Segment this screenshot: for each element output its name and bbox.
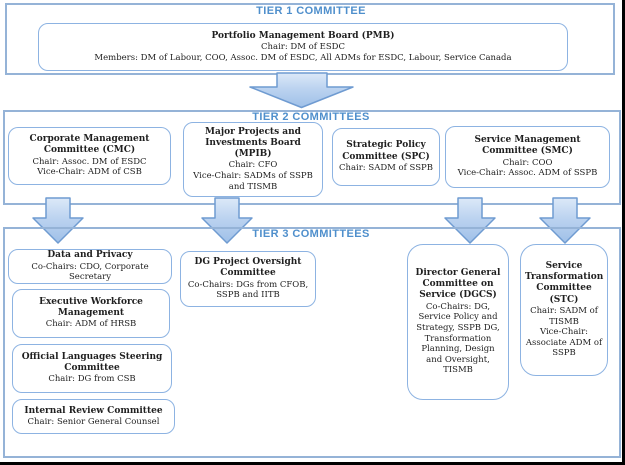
committee-box-dgcs: Director General Committee on Service (D… bbox=[407, 244, 509, 400]
committee-box-official-languages: Official Languages Steering Committee Ch… bbox=[12, 344, 172, 393]
down-arrow-icon-cmc bbox=[32, 197, 84, 244]
mpib-vice-chair: Vice-Chair: SADMs of SSPB and TISMB bbox=[193, 171, 313, 192]
committee-box-cmc: Corporate Management Committee (CMC) Cha… bbox=[8, 127, 171, 185]
smc-vice-chair: Vice-Chair: Assoc. ADM of SSPB bbox=[457, 168, 598, 179]
committee-box-stc: Service Transformation Committee (STC) C… bbox=[520, 244, 608, 376]
mpib-chair: Chair: CFO bbox=[228, 160, 278, 171]
tier3-title: TIER 3 COMMITTEES bbox=[252, 228, 370, 240]
pmb-chair: Chair: DM of ESDC bbox=[261, 42, 345, 52]
stc-chair: Chair: SADM of TISMB bbox=[530, 305, 598, 327]
down-arrow-icon-stc bbox=[539, 197, 591, 244]
committee-box-dg-project-oversight: DG Project Oversight Committee Co-Chairs… bbox=[180, 251, 316, 307]
irc-title: Internal Review Committee bbox=[24, 405, 163, 416]
committee-box-pmb: Portfolio Management Board (PMB) Chair: … bbox=[38, 23, 568, 71]
ewm-chair: Chair: ADM of HRSB bbox=[45, 319, 137, 330]
smc-title: Service Management Committee (SMC) bbox=[474, 135, 581, 157]
cmc-title: Corporate Management Committee (CMC) bbox=[29, 134, 150, 156]
tier1-title: TIER 1 COMMITTEE bbox=[256, 5, 366, 17]
data-privacy-cochairs: Co-Chairs: CDO, Corporate Secretary bbox=[31, 261, 149, 283]
spc-title: Strategic Policy Committee (SPC) bbox=[342, 140, 430, 162]
stc-vice-chair: Vice-Chair: Associate ADM of SSPB bbox=[525, 327, 603, 359]
tier2-container bbox=[3, 110, 621, 205]
committee-box-smc: Service Management Committee (SMC) Chair… bbox=[445, 126, 610, 188]
cmc-vice-chair: Vice-Chair: ADM of CSB bbox=[37, 167, 142, 178]
tier3-container bbox=[3, 227, 621, 458]
dgcs-title: Director General Committee on Service (D… bbox=[415, 267, 501, 301]
spc-chair: Chair: SADM of SSPB bbox=[338, 162, 433, 173]
dgpo-cochairs: Co-Chairs: DGs from CFOB, SSPB and IITB bbox=[187, 279, 309, 301]
committee-box-spc: Strategic Policy Committee (SPC) Chair: … bbox=[332, 128, 440, 186]
stc-title: Service Transformation Committee (STC) bbox=[525, 260, 604, 305]
down-arrow-icon-dgcs bbox=[444, 197, 496, 244]
committee-box-executive-workforce: Executive Workforce Management Chair: AD… bbox=[12, 289, 170, 338]
committee-box-data-privacy: Data and Privacy Co-Chairs: CDO, Corpora… bbox=[8, 249, 172, 284]
down-arrow-icon-tier1-tier2 bbox=[248, 72, 355, 109]
mpib-title: Major Projects and Investments Board (MP… bbox=[205, 126, 301, 160]
ewm-title: Executive Workforce Management bbox=[39, 296, 143, 319]
data-privacy-title: Data and Privacy bbox=[47, 250, 133, 261]
dgcs-cochairs: Co-Chairs: DG, Service Policy and Strate… bbox=[416, 301, 500, 376]
cmc-chair: Chair: Assoc. DM of ESDC bbox=[32, 156, 147, 167]
committee-box-internal-review: Internal Review Committee Chair: Senior … bbox=[12, 399, 175, 434]
down-arrow-icon-mpib bbox=[201, 197, 253, 244]
irc-chair: Chair: Senior General Counsel bbox=[27, 416, 160, 427]
pmb-title: Portfolio Management Board (PMB) bbox=[211, 30, 395, 41]
tier2-title: TIER 2 COMMITTEES bbox=[252, 111, 370, 123]
ols-title: Official Languages Steering Committee bbox=[21, 351, 163, 374]
committee-box-mpib: Major Projects and Investments Board (MP… bbox=[183, 122, 323, 197]
ols-chair: Chair: DG from CSB bbox=[48, 374, 136, 385]
pmb-members: Members: DM of Labour, COO, Assoc. DM of… bbox=[94, 52, 512, 63]
smc-chair: Chair: COO bbox=[502, 157, 553, 168]
dgpo-title: DG Project Oversight Committee bbox=[194, 257, 302, 279]
